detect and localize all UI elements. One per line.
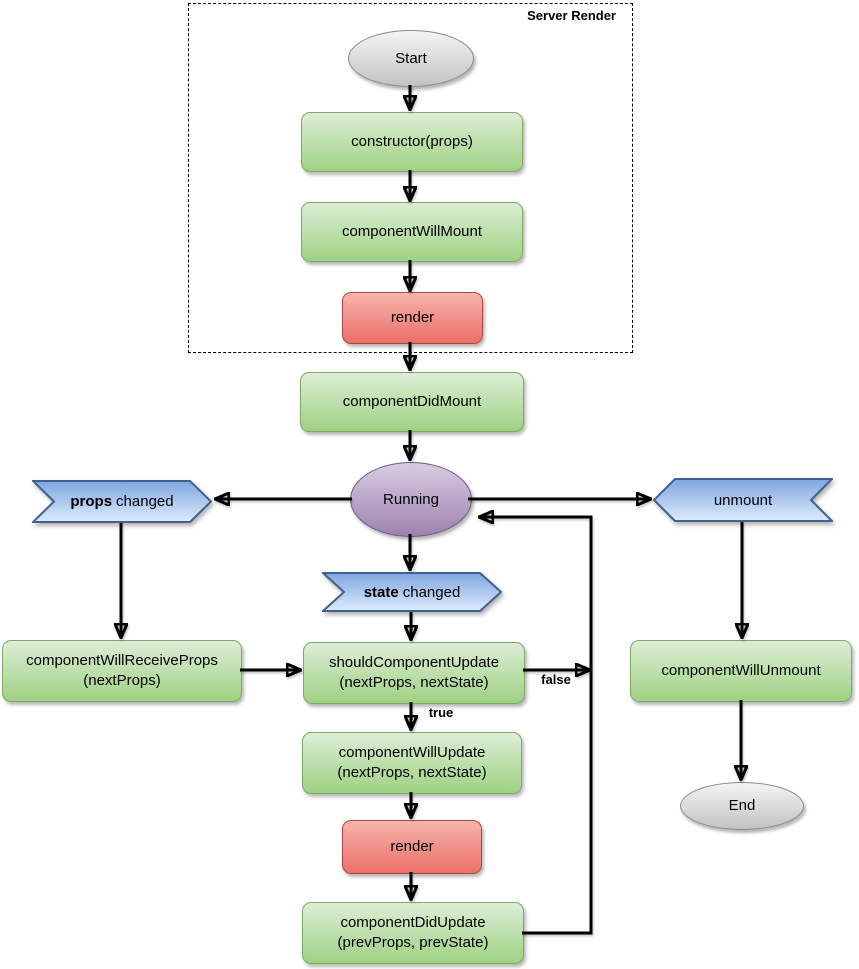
banner-unmount-shape bbox=[653, 478, 833, 522]
node-render-update: render bbox=[342, 820, 482, 874]
node-component-did-update-sublabel: (prevProps, prevState) bbox=[337, 934, 489, 951]
node-component-will-unmount: componentWillUnmount bbox=[630, 640, 852, 702]
node-component-will-mount-label: componentWillMount bbox=[341, 223, 483, 240]
banner-props-changed-shape bbox=[32, 480, 212, 523]
edge-label-false: false bbox=[541, 672, 571, 687]
node-component-will-receive-props-sublabel: (nextProps) bbox=[83, 672, 161, 689]
node-component-did-mount: componentDidMount bbox=[300, 372, 524, 432]
edge-component-did-update-to-running bbox=[480, 517, 593, 935]
node-end: End bbox=[680, 782, 804, 830]
node-render-update-label: render bbox=[390, 838, 434, 855]
banner-unmount: unmount bbox=[653, 478, 833, 522]
node-component-will-update-label: componentWillUpdate bbox=[338, 744, 486, 761]
node-component-will-receive-props: componentWillReceiveProps (nextProps) bbox=[2, 640, 242, 702]
node-running-label: Running bbox=[383, 490, 439, 508]
node-start: Start bbox=[348, 30, 474, 87]
banner-props-changed: props changed bbox=[32, 480, 212, 523]
banner-props-changed-label: props changed bbox=[70, 493, 174, 510]
node-should-component-update-sublabel: (nextProps, nextState) bbox=[339, 674, 489, 691]
node-component-did-update-label: componentDidUpdate bbox=[340, 914, 486, 931]
node-component-did-update: componentDidUpdate (prevProps, prevState… bbox=[302, 902, 524, 964]
node-component-did-mount-label: componentDidMount bbox=[342, 393, 482, 410]
node-end-label: End bbox=[728, 797, 756, 814]
node-running: Running bbox=[350, 462, 472, 537]
node-render-mount: render bbox=[342, 292, 483, 344]
node-component-will-unmount-label: componentWillUnmount bbox=[661, 662, 821, 679]
banner-state-changed-label: state changed bbox=[363, 583, 461, 601]
banner-state-changed-shape bbox=[322, 572, 502, 612]
banner-state-changed: state changed bbox=[322, 572, 502, 612]
node-start-label: Start bbox=[395, 49, 427, 67]
node-constructor: constructor(props) bbox=[301, 112, 523, 172]
node-should-component-update-label: shouldComponentUpdate bbox=[328, 654, 500, 671]
edge-label-true: true bbox=[428, 705, 454, 720]
node-render-mount-label: render bbox=[390, 309, 435, 326]
node-constructor-label: constructor(props) bbox=[351, 133, 473, 150]
banner-unmount-label: unmount bbox=[713, 491, 773, 509]
node-component-will-update-sublabel: (nextProps, nextState) bbox=[337, 764, 487, 781]
node-component-will-receive-props-label: componentWillReceiveProps bbox=[26, 652, 218, 669]
node-component-will-mount: componentWillMount bbox=[301, 202, 523, 262]
server-render-label: Server Render bbox=[527, 8, 616, 23]
node-should-component-update: shouldComponentUpdate (nextProps, nextSt… bbox=[303, 642, 525, 704]
